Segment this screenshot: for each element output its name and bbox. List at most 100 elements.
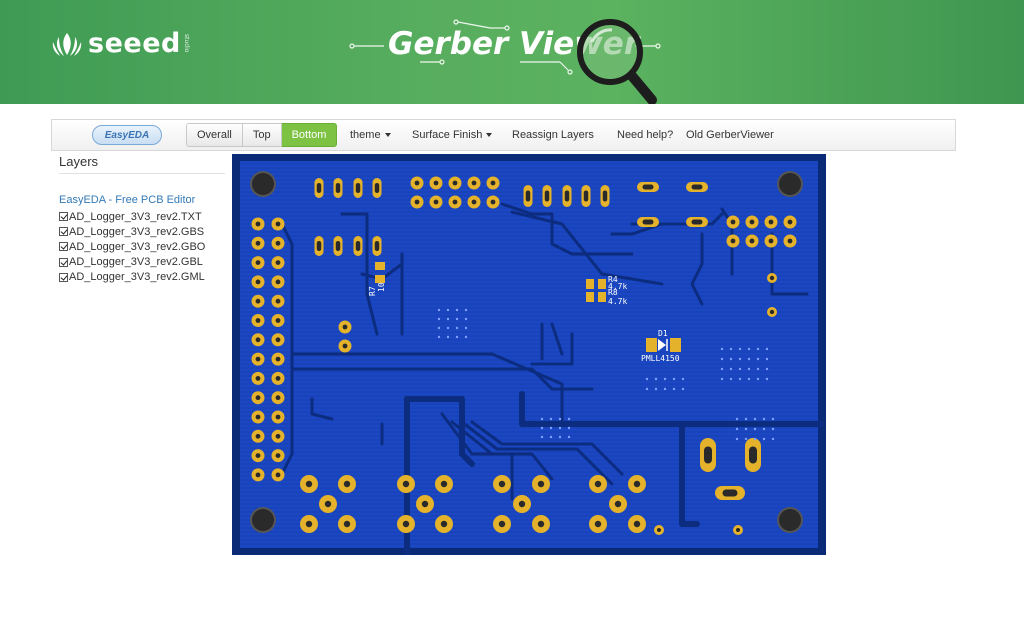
- silk-d1-value: PMLL4150: [641, 354, 680, 363]
- pcb-slot-hole: [642, 184, 654, 190]
- pcb-trace: [290, 367, 594, 391]
- pcb-trace: [550, 322, 564, 356]
- pcb-drill-hole: [275, 472, 281, 478]
- mounting-hole-drill: [252, 509, 274, 531]
- checkbox-checked-icon[interactable]: [59, 257, 68, 267]
- checkbox-checked-icon[interactable]: [59, 227, 68, 237]
- pcb-drill-hole: [749, 219, 755, 225]
- via-dot: [567, 426, 571, 430]
- pcb-drill-hole: [255, 433, 261, 439]
- pcb-slot-hole: [335, 183, 341, 193]
- via-dot: [729, 347, 733, 351]
- reassign-layers-link[interactable]: Reassign Layers: [512, 129, 594, 141]
- via-dot: [720, 377, 724, 381]
- via-dot: [753, 437, 757, 441]
- via-dot: [765, 357, 769, 361]
- easyeda-editor-link[interactable]: EasyEDA - Free PCB Editor: [59, 194, 196, 206]
- via-dot: [558, 426, 562, 430]
- view-top-button[interactable]: Top: [242, 123, 282, 147]
- pcb-slot-hole: [355, 241, 361, 251]
- theme-menu[interactable]: theme: [350, 120, 391, 150]
- layer-item[interactable]: AD_Logger_3V3_rev2.TXT: [59, 209, 205, 224]
- pcb-slot-hole: [602, 190, 608, 202]
- brand-name: seeed: [88, 28, 181, 59]
- via-dot: [464, 326, 468, 330]
- layer-item[interactable]: AD_Logger_3V3_rev2.GBS: [59, 224, 205, 239]
- pcb-trace: [690, 232, 704, 306]
- pcb-drill-hole: [255, 472, 261, 478]
- pcb-drill-hole: [769, 309, 775, 315]
- old-gerberviewer-link[interactable]: Old GerberViewer: [686, 129, 774, 141]
- smd-pad: [598, 279, 606, 289]
- view-overall-button[interactable]: Overall: [186, 123, 243, 147]
- pcb-drill-hole: [749, 238, 755, 244]
- pcb-slot-hole: [335, 241, 341, 251]
- via-dot: [762, 427, 766, 431]
- theme-menu-label: theme: [350, 129, 381, 141]
- via-dot: [540, 417, 544, 421]
- via-dot: [455, 335, 459, 339]
- pcb-drill-hole: [594, 520, 602, 528]
- pcb-drill-hole: [275, 318, 281, 323]
- via-dot: [753, 427, 757, 431]
- pcb-drill-hole: [490, 199, 496, 205]
- smd-pad: [646, 338, 657, 352]
- pcb-drill-hole: [324, 500, 332, 508]
- pcb-drill-hole: [537, 480, 545, 488]
- checkbox-checked-icon[interactable]: [59, 212, 68, 222]
- pcb-drill-hole: [787, 219, 793, 225]
- via-dot: [765, 347, 769, 351]
- surface-finish-menu[interactable]: Surface Finish: [412, 120, 493, 150]
- via-dot: [738, 357, 742, 361]
- via-dot: [765, 367, 769, 371]
- via-dot: [735, 437, 739, 441]
- smd-pad: [598, 292, 606, 302]
- pcb-drill-hole: [255, 279, 261, 285]
- pcb-drill-hole: [736, 528, 740, 532]
- pcb-drill-hole: [305, 520, 313, 528]
- pcb-canvas[interactable]: R4 4.7k R8 4.7k D1 PMLL4150 R7 10: [232, 154, 826, 557]
- pcb-slot-hole: [374, 241, 380, 251]
- via-dot: [738, 377, 742, 381]
- diode-symbol-icon: [658, 339, 666, 351]
- layer-item[interactable]: AD_Logger_3V3_rev2.GML: [59, 270, 205, 285]
- via-dot: [756, 367, 760, 371]
- via-dot: [735, 427, 739, 431]
- pcb-drill-hole: [343, 520, 351, 528]
- via-dot: [771, 437, 775, 441]
- pcb-slot-hole: [749, 446, 757, 464]
- seeed-logo[interactable]: seeed studio: [50, 28, 190, 59]
- layer-name: AD_Logger_3V3_rev2.TXT: [69, 210, 202, 223]
- pcb-drill-hole: [633, 520, 641, 528]
- pcb-drill-hole: [275, 356, 281, 362]
- easyeda-logo[interactable]: EasyEDA: [92, 125, 162, 145]
- pcb-drill-hole: [537, 520, 545, 528]
- pcb-drill-hole: [633, 480, 641, 488]
- pcb-trace: [460, 420, 614, 486]
- via-dot: [735, 417, 739, 421]
- pcb-drill-hole: [255, 221, 261, 227]
- pcb-drill-hole: [255, 298, 261, 304]
- layer-item[interactable]: AD_Logger_3V3_rev2.GBL: [59, 255, 205, 270]
- via-dot: [654, 387, 658, 391]
- checkbox-checked-icon[interactable]: [59, 272, 68, 282]
- via-dot: [446, 317, 450, 321]
- pcb-drill-hole: [275, 433, 281, 439]
- via-dot: [455, 317, 459, 321]
- pcb-drill-hole: [518, 500, 526, 508]
- pcb-trace: [310, 397, 334, 421]
- pcb-drill-hole: [275, 279, 281, 285]
- need-help-link[interactable]: Need help?: [617, 129, 674, 141]
- pcb-trace: [770, 232, 809, 296]
- via-dot: [663, 377, 667, 381]
- checkbox-checked-icon[interactable]: [59, 242, 68, 252]
- component-group: [250, 171, 803, 535]
- smd-pad: [375, 275, 385, 283]
- layer-item[interactable]: AD_Logger_3V3_rev2.GBO: [59, 239, 205, 254]
- view-bottom-button[interactable]: Bottom: [281, 123, 338, 147]
- via-dot: [464, 317, 468, 321]
- pcb-trace: [500, 202, 634, 256]
- mounting-hole-drill: [779, 173, 801, 195]
- smd-pad: [586, 292, 594, 302]
- pcb-drill-hole: [255, 395, 261, 401]
